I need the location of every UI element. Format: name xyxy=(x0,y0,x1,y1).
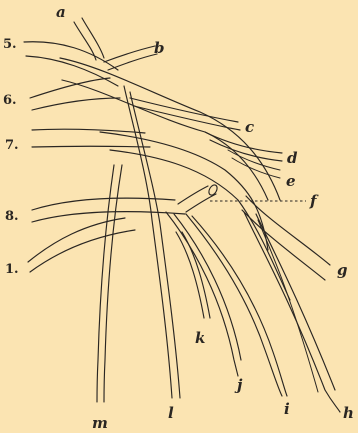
root-7-lower xyxy=(32,146,150,147)
branch-h-nerve xyxy=(244,212,340,412)
root-label-6: 6. xyxy=(3,93,17,108)
label-k: k xyxy=(195,329,205,347)
root-8-upper xyxy=(32,198,175,210)
root-label-1: 1. xyxy=(5,262,19,277)
branch-k-nerve xyxy=(176,232,210,318)
root-7-upper xyxy=(32,129,145,133)
root-1-lower xyxy=(30,230,135,272)
branch-m-nerve xyxy=(97,165,122,402)
label-a: a xyxy=(56,3,66,21)
label-m: m xyxy=(92,414,108,432)
root-6-lower xyxy=(32,98,120,110)
label-b: b xyxy=(154,39,165,57)
label-h: h xyxy=(343,404,354,422)
label-i: i xyxy=(284,400,290,418)
root-nerves xyxy=(24,42,185,272)
label-f: f xyxy=(309,192,319,210)
plexus-cords xyxy=(60,58,290,300)
root-8-lower xyxy=(32,212,185,222)
branch-f-stump xyxy=(178,183,219,212)
label-d: d xyxy=(287,149,298,167)
branch-g-nerve xyxy=(242,196,330,280)
middle-cord-a xyxy=(100,132,268,250)
label-j: j xyxy=(234,376,243,394)
upper-trunk-b xyxy=(62,80,268,200)
root-label-5: 5. xyxy=(3,37,17,52)
root-6-upper xyxy=(30,78,110,98)
label-e: e xyxy=(286,172,296,190)
label-c: c xyxy=(245,118,254,136)
root-label-8: 8. xyxy=(5,209,19,224)
root-5-upper xyxy=(24,42,118,70)
root-label-7: 7. xyxy=(5,138,19,153)
branch-l-nerve xyxy=(124,86,180,398)
branch-d-nerve xyxy=(205,132,282,161)
label-g: g xyxy=(337,261,348,279)
label-l: l xyxy=(168,404,174,422)
